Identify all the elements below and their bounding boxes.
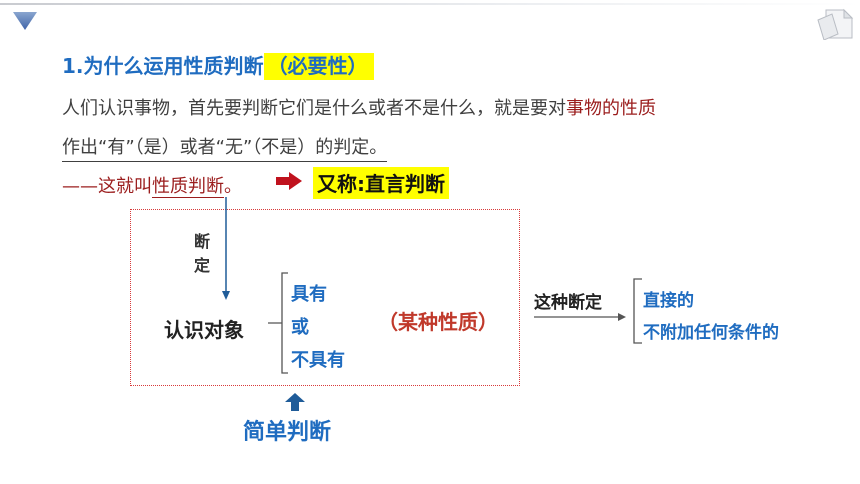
cognition-object: 认识对象 — [164, 318, 244, 342]
feature-direct: 直接的 — [643, 291, 694, 311]
simple-judgment-label: 简单判断 — [243, 420, 332, 445]
left-brace-options — [268, 272, 288, 374]
top-divider — [0, 3, 860, 5]
line1-text: 人们认识事物，首先要判断它们是什么或者不是什么，就是要对 — [62, 98, 566, 119]
triangle-down-icon — [13, 12, 37, 30]
diagram-box — [130, 209, 520, 386]
arrow-to-features — [534, 313, 626, 321]
option-not-have: 不具有 — [291, 350, 345, 371]
line1-emphasis: 事物的性质 — [566, 98, 656, 119]
option-or: 或 — [291, 317, 309, 338]
paragraph-line-3: ——这就叫性质判断。 — [62, 172, 242, 198]
alias-label: 又称:直言判断 — [313, 167, 449, 199]
up-arrow-icon — [285, 393, 305, 411]
line3-term: 性质判断 — [152, 176, 224, 198]
folded-page-icon — [817, 8, 854, 40]
judge-char-2: 定 — [193, 256, 210, 275]
arrow-right-icon — [276, 172, 302, 190]
paragraph-line-1: 人们认识事物，首先要判断它们是什么或者不是什么，就是要对事物的性质 — [62, 94, 656, 120]
line3-suffix: 。 — [224, 176, 242, 197]
feature-unconditional: 不附加任何条件的 — [643, 323, 779, 343]
line3-prefix: ——这就叫 — [62, 176, 152, 197]
section-title: 1.为什么运用性质判断（必要性） — [62, 50, 374, 80]
left-brace-features — [633, 278, 642, 344]
paragraph-line-2: 作出“有”（是）或者“无”（不是）的判定。 — [62, 133, 388, 162]
judge-label: 断 定 — [193, 230, 211, 278]
this-judgment-label: 这种断定 — [534, 293, 602, 313]
option-have: 具有 — [291, 284, 327, 305]
judge-char-1: 断 — [193, 232, 210, 251]
property-label: （某种性质） — [378, 310, 498, 334]
title-highlight: （必要性） — [263, 53, 374, 80]
title-main: 1.为什么运用性质判断 — [62, 54, 264, 78]
down-arrow-line — [222, 197, 230, 300]
